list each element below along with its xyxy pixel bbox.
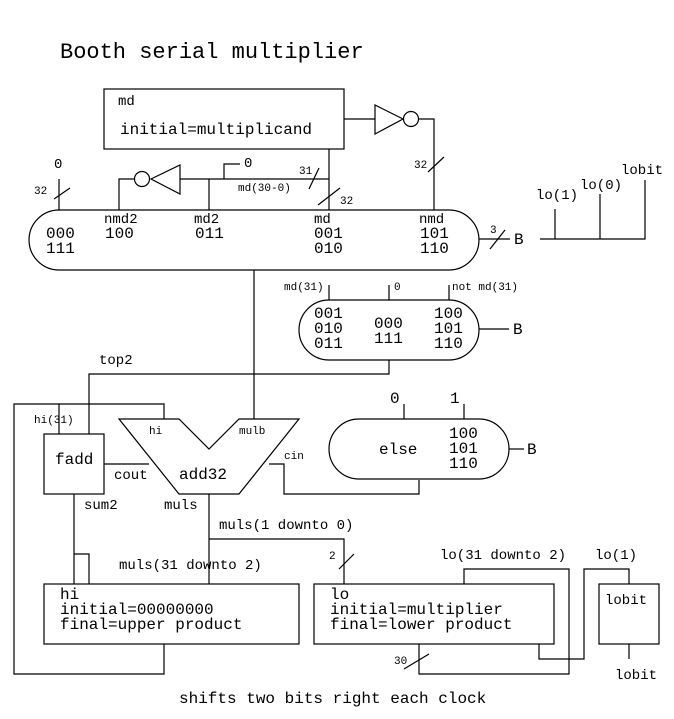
md-inverter: 32 (344, 104, 445, 210)
hi-register-final: final=upper product (60, 616, 242, 634)
top-mux-nmd-code-0: 101 (420, 225, 449, 243)
muls-low-label: muls(1 downto 0) (219, 518, 353, 534)
hi-register-initial: initial=00000000 (60, 601, 214, 619)
lo-register-initial: initial=multiplier (330, 601, 503, 619)
top2-left-code-2: 011 (314, 335, 343, 353)
top-mux-left-code-0: 000 (46, 225, 75, 243)
md-width-32: 32 (340, 196, 353, 208)
top2-select-label: B (513, 321, 523, 339)
top-mux-nmd-code-1: 110 (420, 240, 449, 258)
top2-left-code-0: 001 (314, 305, 343, 323)
md-register (103, 88, 345, 150)
add32-muls-label: muls (164, 498, 198, 514)
top-mux-input-md2: md2 (194, 212, 219, 228)
cin-mux-code-1: 101 (449, 440, 478, 458)
lobit-register-name: lobit (605, 593, 647, 609)
b-input-lo0: lo(0) (580, 178, 622, 194)
cin-mux-input-zero: 0 (390, 390, 400, 408)
lo-register-final: final=lower product (330, 616, 512, 634)
top-mux-md-code-0: 001 (314, 225, 343, 243)
top2-input-not-md31: not md(31) (452, 282, 518, 294)
hi-register-name: hi (60, 586, 79, 604)
fadd-input-hi31: hi(31) (34, 415, 74, 427)
fadd-block (43, 433, 105, 495)
md-register-name: md (118, 94, 135, 110)
add32-adder (117, 418, 301, 495)
add32-input-mulb: mulb (239, 426, 265, 438)
top2-right-code-2: 110 (434, 335, 463, 353)
lo1-label: lo(1) (595, 548, 637, 564)
md-slice-label: md(30-0) (238, 183, 291, 195)
cin-mux-input-one: 1 (450, 390, 460, 408)
fadd-sum2-label: sum2 (84, 498, 118, 514)
top2-left-code-1: 010 (314, 320, 343, 338)
lo-high-label: lo(31 downto 2) (440, 548, 566, 564)
top-mux-nmd2-code: 100 (105, 225, 134, 243)
cin-mux-code-0: 100 (449, 425, 478, 443)
cin-mux-else: else (379, 441, 417, 459)
top2-label: top2 (99, 353, 133, 369)
add32-input-hi: hi (149, 426, 163, 438)
md-shift-zero: 0 (244, 156, 252, 172)
add32-name: add32 (179, 466, 227, 484)
add32-cin-label: cin (284, 451, 304, 463)
lo-register-name: lo (330, 586, 349, 604)
b-input-lo1: lo(1) (536, 188, 578, 204)
lobit-output-label: lobit (615, 668, 657, 684)
md2-inverter (118, 164, 181, 210)
top2-mid-code-1: 111 (374, 330, 403, 348)
md-width-31: 31 (299, 166, 313, 178)
top-mux-md-code-1: 010 (314, 240, 343, 258)
nmd-width: 32 (414, 160, 427, 172)
cin-mux-select-label: B (527, 441, 537, 459)
top2-right-code-1: 101 (434, 320, 463, 338)
top-mux-select-label: B (514, 231, 524, 249)
lo-feedback-width: 30 (394, 656, 407, 668)
muls-low-width: 2 (329, 551, 336, 563)
top2-right-code-0: 100 (434, 305, 463, 323)
fadd-cout-label: cout (114, 468, 148, 484)
top-mux-select-width: 3 (490, 225, 497, 237)
b-select-bus: lo(1) lo(0) lobit (536, 163, 663, 240)
diagram-footer: shifts two bits right each clock (179, 690, 486, 708)
top-mux-left-code-1: 111 (46, 240, 75, 258)
top-mux-input-nmd: nmd (419, 212, 444, 228)
hi-register (43, 583, 300, 645)
md-register-initial: initial=multiplicand (120, 121, 312, 139)
top-mux-zero-input: 0 (54, 157, 62, 173)
lo-register (313, 583, 555, 645)
top2-input-md31: md(31) (284, 282, 324, 294)
fadd-name: fadd (55, 451, 93, 469)
bus-width-mark (427, 156, 445, 173)
top2-mid-code-0: 000 (374, 315, 403, 333)
cin-mux-code-2: 110 (449, 455, 478, 473)
top-mux-md2-code: 011 (195, 225, 224, 243)
cin-mux (328, 418, 510, 480)
diagram-title: Booth serial multiplier (60, 40, 364, 65)
top-mux-input-md: md (314, 212, 331, 228)
top2-input-zero: 0 (394, 282, 401, 294)
b-input-lobit: lobit (621, 163, 663, 179)
top2-mux (298, 299, 480, 361)
top-mux-input-nmd2: nmd2 (104, 212, 138, 228)
muls-high-label: muls(31 downto 2) (119, 558, 262, 574)
top-mux (28, 209, 480, 271)
top-mux-zero-width: 32 (34, 186, 47, 198)
